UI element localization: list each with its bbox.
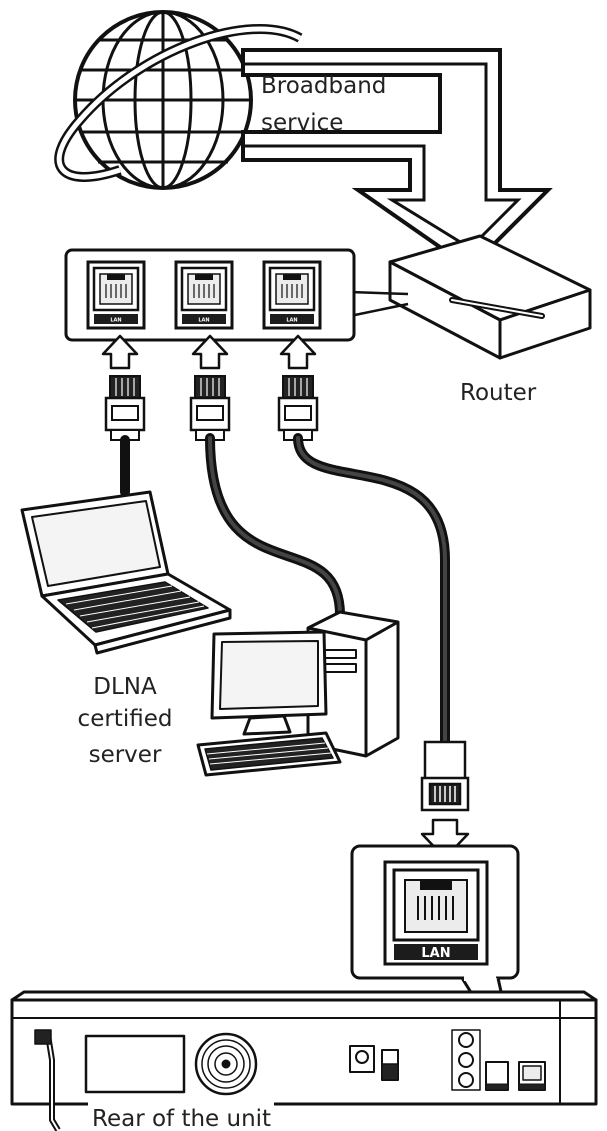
router-lan-port-2: LAN [174, 260, 234, 330]
router-lan-label-2: LAN [198, 318, 209, 324]
port-arrows [101, 334, 317, 370]
port-arrow-1 [101, 334, 139, 370]
port-arrow-3 [279, 334, 317, 370]
port-arrow-2 [191, 334, 229, 370]
rj45-plug-2 [189, 375, 231, 441]
router-lan-port-1: LAN [86, 260, 146, 330]
router-icon [388, 234, 592, 360]
dlna-label-line1: DLNA [93, 674, 157, 700]
rear-label-bg [88, 1102, 274, 1130]
router-lan-label-3: LAN [286, 318, 297, 324]
network-cables [120, 433, 450, 750]
broadband-label-line1: Broadband [261, 73, 386, 99]
player-rear-panel [10, 990, 598, 1131]
unit-lan-port-large: LAN [383, 860, 489, 966]
desktop-computer-icon [196, 610, 400, 777]
router-callout-lines [349, 290, 409, 318]
unit-plug-icon [420, 740, 470, 812]
router-lan-label-1: LAN [110, 318, 121, 324]
rj45-plug-1 [104, 375, 146, 441]
broadband-label-line2: service [261, 110, 343, 136]
globe-icon [54, 10, 303, 190]
dlna-label-line3: server [89, 742, 162, 768]
rj45-plug-3 [277, 375, 319, 441]
labels: Broadband service Router DLNA certified … [78, 73, 537, 1131]
laptop-icon [20, 490, 232, 655]
rear-unit-label: Rear of the unit [92, 1106, 271, 1131]
dlna-label-line2: certified [78, 706, 173, 732]
unit-lan-label: LAN [421, 946, 450, 961]
router-lan-port-3: LAN [262, 260, 322, 330]
router-label: Router [460, 380, 537, 406]
